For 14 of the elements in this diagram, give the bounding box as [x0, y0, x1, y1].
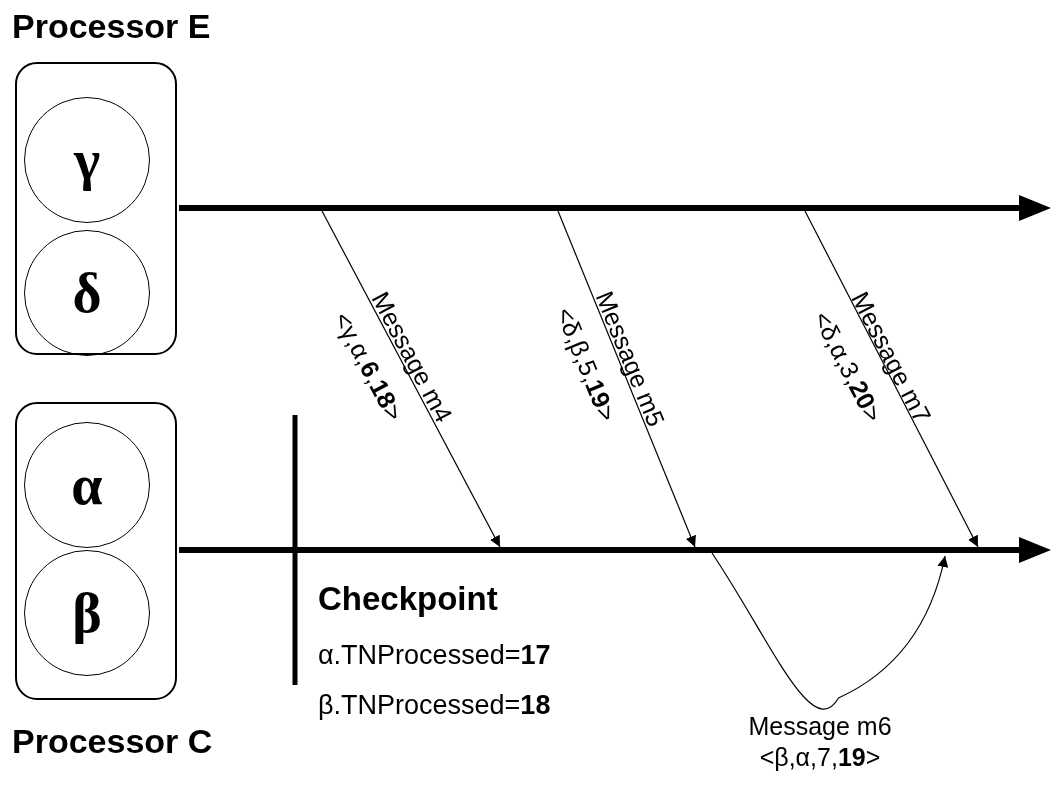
message-arrow: [321, 210, 501, 548]
processor-heading: Processor C: [12, 722, 213, 761]
timeline-arrow: [179, 535, 1051, 565]
node-symbol: δ: [72, 265, 102, 321]
message-arrow: [804, 210, 979, 548]
checkpoint-value: α.TNProcessed=17: [318, 640, 551, 671]
message-arrow: [711, 552, 948, 710]
message-arrow: [557, 210, 696, 548]
timeline-arrow: [179, 193, 1051, 223]
node-symbol: α: [71, 457, 103, 513]
checkpoint-value: β.TNProcessed=18: [318, 690, 551, 721]
processor-heading: Processor E: [12, 7, 211, 46]
checkpoint-heading: Checkpoint: [318, 580, 498, 618]
message-label: Message m6 <β,α,7,19>: [747, 710, 893, 773]
